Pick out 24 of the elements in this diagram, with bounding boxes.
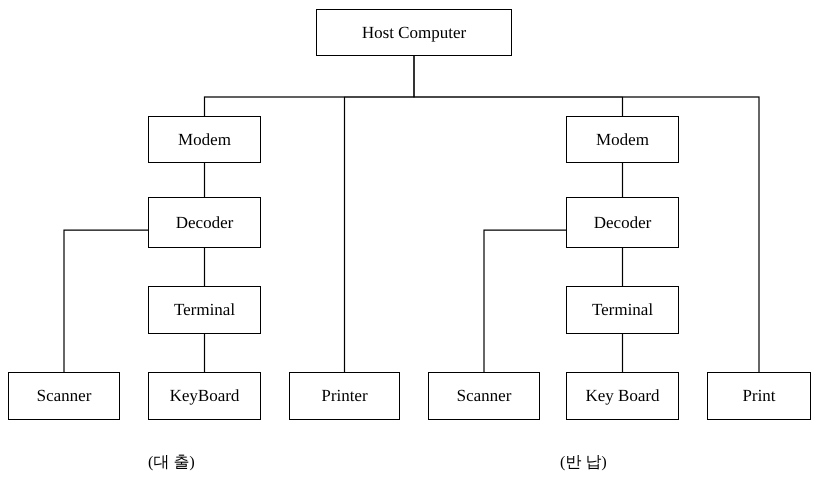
connector-line <box>483 230 566 372</box>
device-box: Terminal <box>566 286 679 334</box>
device-box: Terminal <box>148 286 261 334</box>
device-box: Modem <box>148 116 261 163</box>
group-caption: (반 납) <box>560 453 607 473</box>
connector-line <box>204 248 206 286</box>
connector-line <box>63 230 148 372</box>
device-box: Decoder <box>566 197 679 248</box>
device-box: KeyBoard <box>148 372 261 420</box>
device-box: Scanner <box>8 372 120 420</box>
connector-line <box>622 334 624 372</box>
device-box: Modem <box>566 116 679 163</box>
connector-line <box>622 163 624 197</box>
device-box: Key Board <box>566 372 679 420</box>
connector-line <box>413 56 760 372</box>
device-box: Print <box>707 372 811 420</box>
connector-line <box>204 334 206 372</box>
device-box: Printer <box>289 372 400 420</box>
connector-line <box>622 248 624 286</box>
connector-line <box>204 163 206 197</box>
group-caption: (대 출) <box>148 453 195 473</box>
device-box: Decoder <box>148 197 261 248</box>
device-box: Host Computer <box>316 9 512 56</box>
device-box: Scanner <box>428 372 540 420</box>
